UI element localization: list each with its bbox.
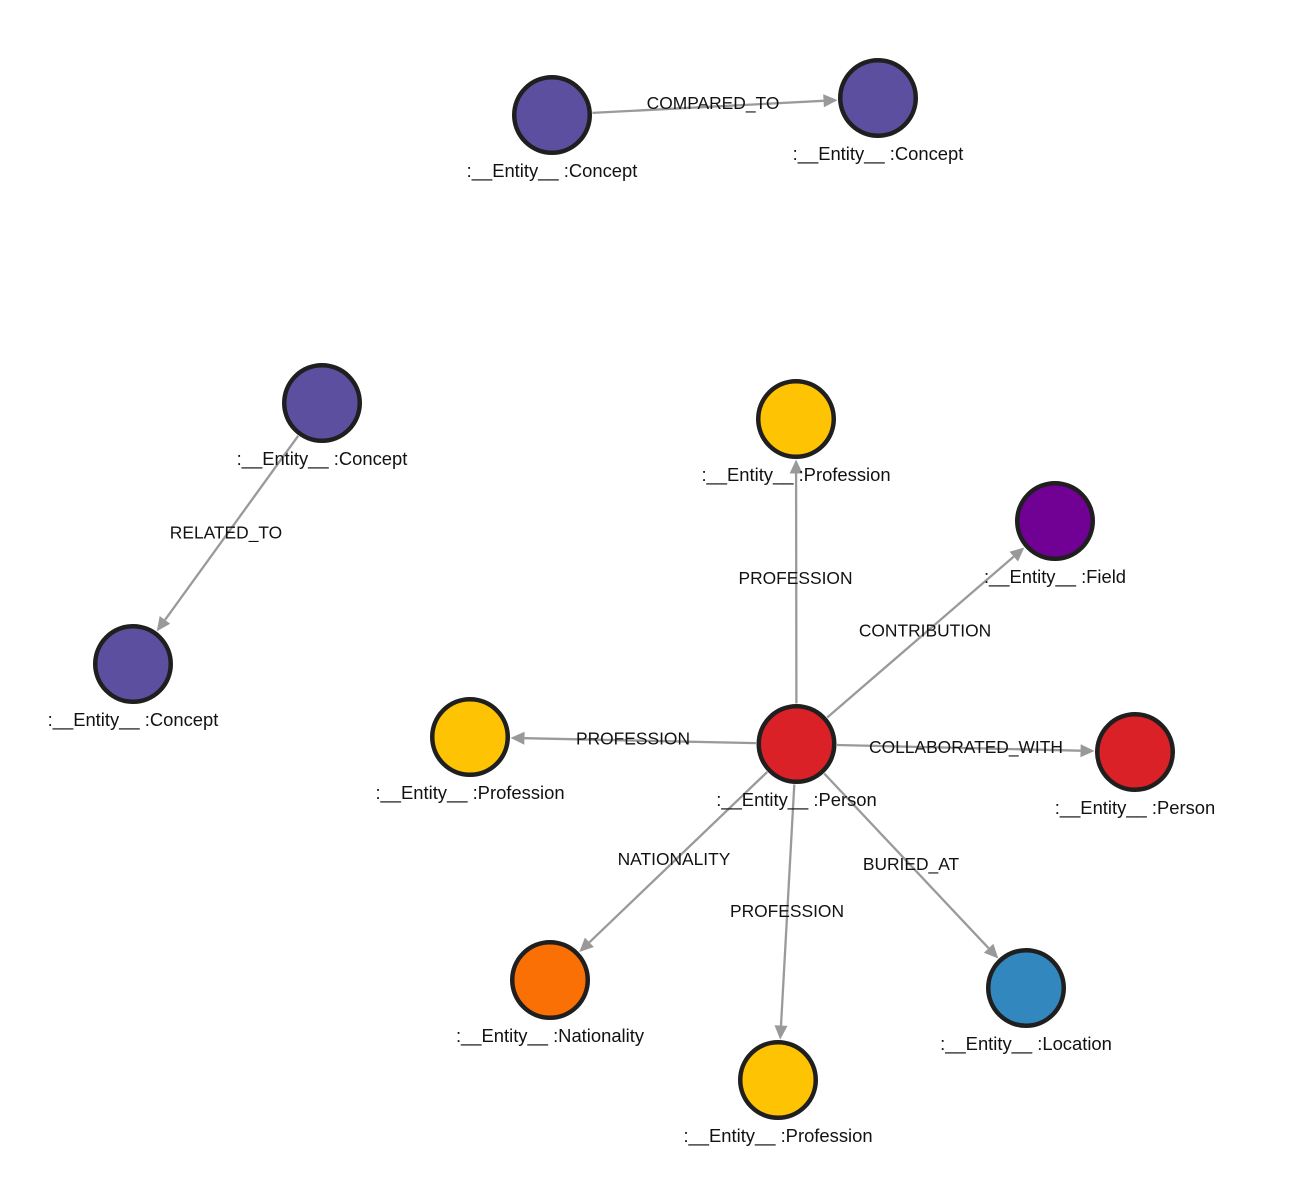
svg-text::__Entity__ :Concept: :__Entity__ :Concept — [48, 709, 219, 731]
svg-text::__Entity__ :Person: :__Entity__ :Person — [716, 789, 877, 811]
svg-text:BURIED_AT: BURIED_AT — [863, 854, 960, 874]
svg-text::__Entity__ :Person: :__Entity__ :Person — [1055, 797, 1216, 819]
svg-text:PROFESSION: PROFESSION — [738, 568, 852, 588]
svg-text:RELATED_TO: RELATED_TO — [170, 523, 282, 543]
svg-text:PROFESSION: PROFESSION — [576, 729, 690, 749]
svg-text:PROFESSION: PROFESSION — [730, 901, 844, 921]
svg-text::__Entity__ :Profession: :__Entity__ :Profession — [375, 782, 564, 804]
svg-text:CONTRIBUTION: CONTRIBUTION — [859, 621, 991, 641]
svg-text::__Entity__ :Concept: :__Entity__ :Concept — [237, 448, 408, 470]
svg-text:COMPARED_TO: COMPARED_TO — [647, 93, 780, 113]
svg-text::__Entity__ :Location: :__Entity__ :Location — [940, 1033, 1112, 1055]
svg-text::__Entity__ :Profession: :__Entity__ :Profession — [701, 464, 890, 486]
svg-text::__Entity__ :Concept: :__Entity__ :Concept — [467, 160, 638, 182]
svg-text::__Entity__ :Profession: :__Entity__ :Profession — [683, 1125, 872, 1147]
svg-text::__Entity__ :Concept: :__Entity__ :Concept — [793, 143, 964, 165]
svg-text:COLLABORATED_WITH: COLLABORATED_WITH — [869, 737, 1063, 757]
svg-text::__Entity__ :Field: :__Entity__ :Field — [984, 566, 1126, 588]
svg-text:NATIONALITY: NATIONALITY — [618, 849, 731, 869]
svg-text::__Entity__ :Nationality: :__Entity__ :Nationality — [456, 1025, 645, 1047]
